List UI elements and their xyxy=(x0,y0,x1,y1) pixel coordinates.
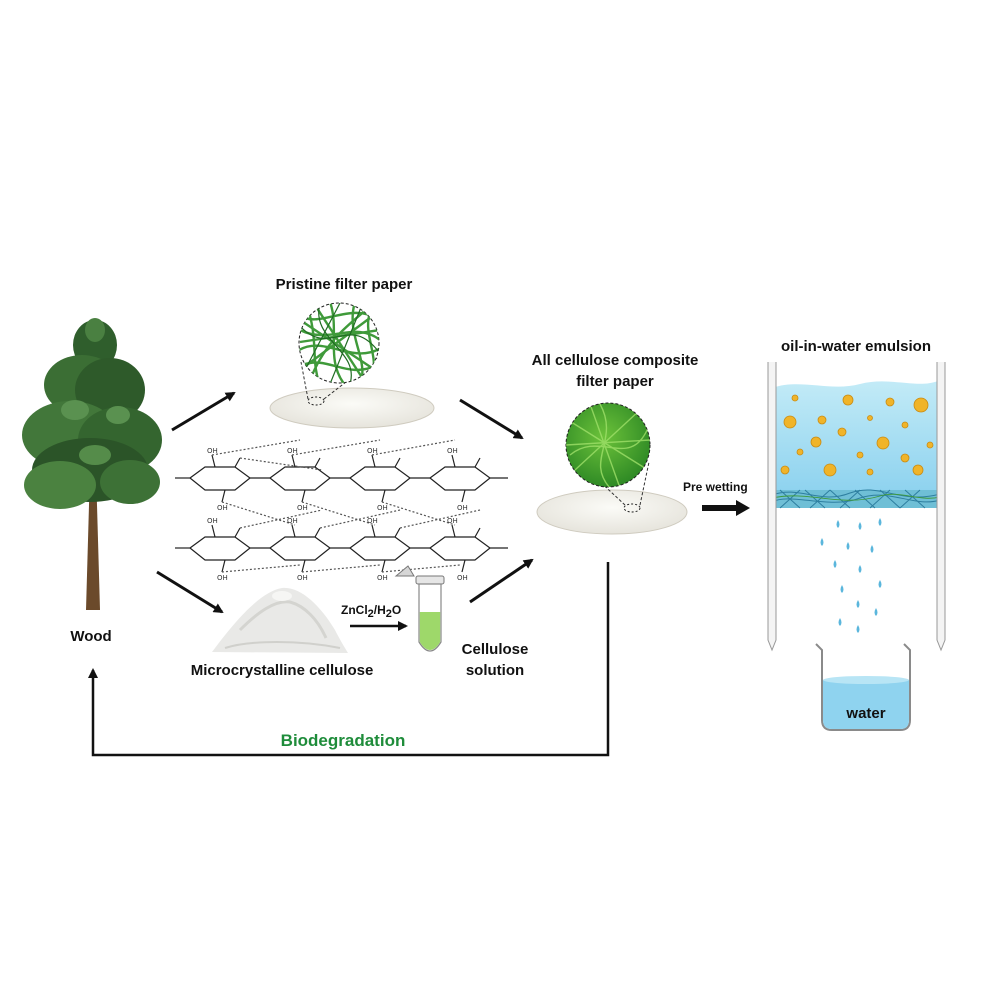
filter-paper-icon xyxy=(269,302,435,429)
reagent-part: ZnCl xyxy=(341,603,368,617)
filtration-funnel-icon xyxy=(767,362,946,652)
reagent-part: O xyxy=(391,603,402,617)
pristine-filter-paper-label: Pristine filter paper xyxy=(275,276,413,293)
beaker-icon xyxy=(815,643,911,731)
tree-icon xyxy=(22,318,162,610)
mcc-label: Microcrystalline cellulose xyxy=(190,662,374,679)
cellulose-structure-icon xyxy=(175,439,508,573)
svg-text:OH: OH xyxy=(457,504,468,512)
reagent-subscript: 2 xyxy=(367,608,374,620)
wood-label: Wood xyxy=(70,628,112,645)
svg-text:OH: OH xyxy=(377,504,388,512)
svg-text:OH: OH xyxy=(457,574,468,582)
composite-filter-paper-icon xyxy=(536,402,688,535)
emulsion-label: oil-in-water emulsion xyxy=(780,338,932,355)
biodegradation-label: Biodegradation xyxy=(280,731,406,750)
svg-text:OH: OH xyxy=(297,574,308,582)
biodegradation-loop-arrow xyxy=(88,562,610,757)
svg-text:OH: OH xyxy=(287,447,298,455)
svg-text:OH: OH xyxy=(207,517,218,525)
svg-text:OH: OH xyxy=(377,574,388,582)
svg-text:OH: OH xyxy=(367,447,378,455)
svg-text:OH: OH xyxy=(447,447,458,455)
arrow-solution-to-composite xyxy=(469,558,534,604)
svg-text:OH: OH xyxy=(297,504,308,512)
water-label: water xyxy=(846,705,886,722)
svg-text:OH: OH xyxy=(367,517,378,525)
reagent-subscript: 2 xyxy=(385,608,392,620)
prewetting-label: Pre wetting xyxy=(683,480,748,494)
reagent-label: ZnCl2/H2O xyxy=(341,603,401,620)
svg-text:OH: OH xyxy=(217,504,228,512)
reagent-part: /H xyxy=(373,603,386,617)
composite-filter-paper-label-line1: All cellulose composite xyxy=(531,352,699,369)
composite-filter-paper-label-line2: filter paper xyxy=(576,373,654,390)
svg-text:OH: OH xyxy=(447,517,458,525)
svg-text:OH: OH xyxy=(207,447,218,455)
cellulose-solution-label-line2: solution xyxy=(465,662,525,679)
test-tube-icon xyxy=(394,565,445,652)
powder-pile-icon xyxy=(212,587,348,653)
arrow-wood-to-mcc xyxy=(156,570,224,614)
cellulose-solution-label-line1: Cellulose xyxy=(461,641,529,658)
svg-text:OH: OH xyxy=(287,517,298,525)
arrow-paper-to-composite xyxy=(459,398,524,440)
arrow-wood-to-paper xyxy=(171,391,236,432)
svg-text:OH: OH xyxy=(217,574,228,582)
